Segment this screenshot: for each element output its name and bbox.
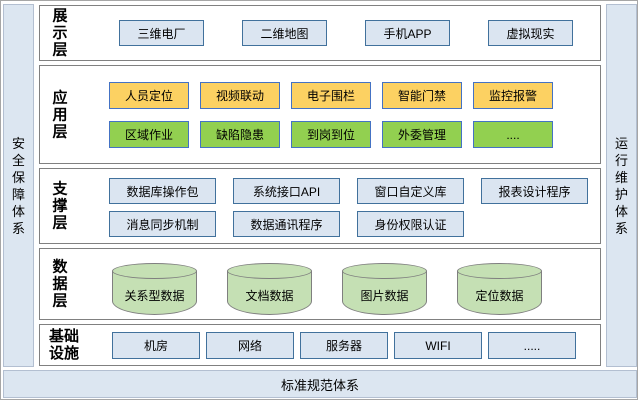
layers-stack: 展示层 三维电厂 二维地图 手机APP 虚拟现实 应用层 人员定位 视频联动 电… (39, 5, 601, 370)
database-cylinder-label: 文档数据 (245, 289, 294, 303)
cylinder-top (227, 263, 312, 279)
application-row-2: 区域作业 缺陷隐患 到岗到位 外委管理 .... (109, 121, 553, 148)
support-item: 报表设计程序 (481, 178, 588, 204)
layer-support-label: 支撑层 (52, 180, 68, 232)
right-pillar: 运行维护体系 (606, 4, 637, 367)
support-item: 窗口自定义库 (357, 178, 464, 204)
layer-infrastructure: 基础设施 机房 网络 服务器 WIFI ..... (39, 324, 601, 366)
infrastructure-item: 网络 (206, 332, 294, 359)
database-cylinder-label: 定位数据 (475, 289, 524, 303)
support-item: 数据库操作包 (109, 178, 216, 204)
support-item: 系统接口API (233, 178, 340, 204)
layer-presentation: 展示层 三维电厂 二维地图 手机APP 虚拟现实 (39, 5, 601, 61)
cylinder-top (457, 263, 542, 279)
infrastructure-item: 服务器 (300, 332, 388, 359)
support-item: 消息同步机制 (109, 211, 216, 237)
application-item: 到岗到位 (291, 121, 371, 148)
layer-data-label: 数据层 (52, 258, 68, 310)
infrastructure-item: 机房 (112, 332, 200, 359)
support-row-1: 数据库操作包 系统接口API 窗口自定义库 报表设计程序 (109, 178, 588, 204)
data-row: 关系型数据 文档数据 图片数据 定位数据 (112, 263, 542, 315)
application-item: 人员定位 (109, 82, 189, 109)
database-cylinder-label: 关系型数据 (124, 289, 185, 303)
application-item: 监控报警 (473, 82, 553, 109)
left-pillar: 安全保障体系 (3, 4, 34, 367)
presentation-item: 手机APP (365, 20, 450, 46)
layer-support: 支撑层 数据库操作包 系统接口API 窗口自定义库 报表设计程序 消息同步机制 … (39, 168, 601, 244)
application-item: 电子围栏 (291, 82, 371, 109)
presentation-item: 二维地图 (242, 20, 327, 46)
application-item: 外委管理 (382, 121, 462, 148)
bottom-bar: 标准规范体系 (3, 370, 637, 398)
database-cylinder-label: 图片数据 (360, 289, 409, 303)
bottom-bar-label: 标准规范体系 (280, 377, 359, 393)
application-item: .... (473, 121, 553, 148)
layer-application: 应用层 人员定位 视频联动 电子围栏 智能门禁 监控报警 区域作业 缺陷隐患 到… (39, 65, 601, 164)
application-item: 缺陷隐患 (200, 121, 280, 148)
layer-application-label: 应用层 (52, 89, 68, 140)
application-row-1: 人员定位 视频联动 电子围栏 智能门禁 监控报警 (109, 82, 553, 109)
support-item: 身份权限认证 (357, 211, 464, 237)
cylinder-top (342, 263, 427, 279)
database-cylinder: 定位数据 (457, 263, 542, 315)
cylinder-top (112, 263, 197, 279)
infrastructure-item: WIFI (394, 332, 482, 359)
left-pillar-label: 安全保障体系 (11, 135, 25, 236)
infrastructure-item: ..... (488, 332, 576, 359)
database-cylinder: 关系型数据 (112, 263, 197, 315)
layer-presentation-label: 展示层 (52, 7, 68, 59)
support-item: 数据通讯程序 (233, 211, 340, 237)
application-item: 智能门禁 (382, 82, 462, 109)
presentation-item: 三维电厂 (119, 20, 204, 46)
database-cylinder: 文档数据 (227, 263, 312, 315)
infrastructure-row: 机房 网络 服务器 WIFI ..... (112, 332, 576, 359)
presentation-row: 三维电厂 二维地图 手机APP 虚拟现实 (119, 20, 573, 46)
presentation-item: 虚拟现实 (488, 20, 573, 46)
layer-infrastructure-label: 基础设施 (48, 328, 79, 362)
application-item: 视频联动 (200, 82, 280, 109)
support-row-2: 消息同步机制 数据通讯程序 身份权限认证 (109, 211, 464, 237)
right-pillar-label: 运行维护体系 (614, 135, 628, 236)
application-item: 区域作业 (109, 121, 189, 148)
layer-data: 数据层 关系型数据 文档数据 图片数据 (39, 248, 601, 320)
database-cylinder: 图片数据 (342, 263, 427, 315)
